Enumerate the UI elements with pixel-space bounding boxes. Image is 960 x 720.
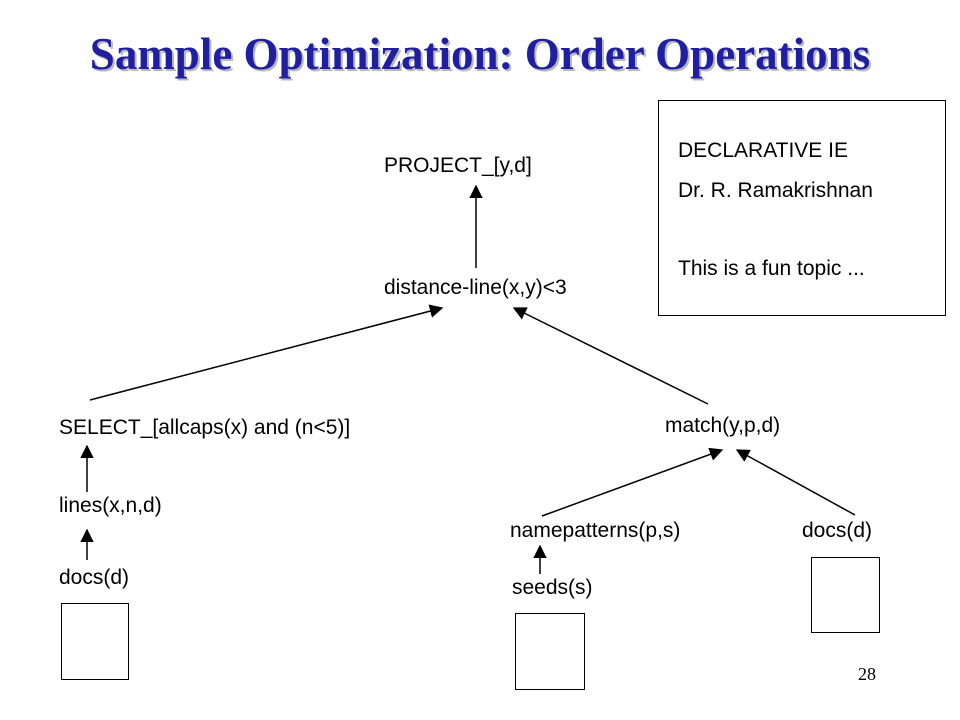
table-box-docs-left xyxy=(61,603,129,680)
node-match: match(y,p,d) xyxy=(665,414,781,437)
note-box xyxy=(658,100,946,316)
node-docs-left: docs(d) xyxy=(59,566,130,589)
table-box-seeds xyxy=(515,613,585,690)
edge-namepatterns-to-match xyxy=(541,447,724,517)
node-project: PROJECT_[y,d] xyxy=(384,154,532,177)
node-distance-line: distance-line(x,y)<3 xyxy=(384,276,567,299)
table-box-docs-right xyxy=(811,557,880,633)
note-line-3: This is a fun topic ... xyxy=(678,257,865,280)
note-line-2: Dr. R. Ramakrishnan xyxy=(678,179,873,202)
node-namepatterns: namepatterns(p,s) xyxy=(510,519,681,542)
node-docs-right: docs(d) xyxy=(802,519,873,542)
edge-match-to-distance xyxy=(512,307,709,405)
note-line-1: DECLARATIVE IE xyxy=(678,139,848,162)
edge-select-to-distance xyxy=(89,304,444,401)
node-seeds: seeds(s) xyxy=(512,576,593,599)
slide-title: Sample Optimization: Order Operations xyxy=(89,29,871,79)
edge-docs-to-match xyxy=(735,449,856,516)
node-select: SELECT_[allcaps(x) and (n<5)] xyxy=(59,416,351,439)
page-number: 28 xyxy=(858,664,876,684)
node-lines: lines(x,n,d) xyxy=(59,494,162,517)
